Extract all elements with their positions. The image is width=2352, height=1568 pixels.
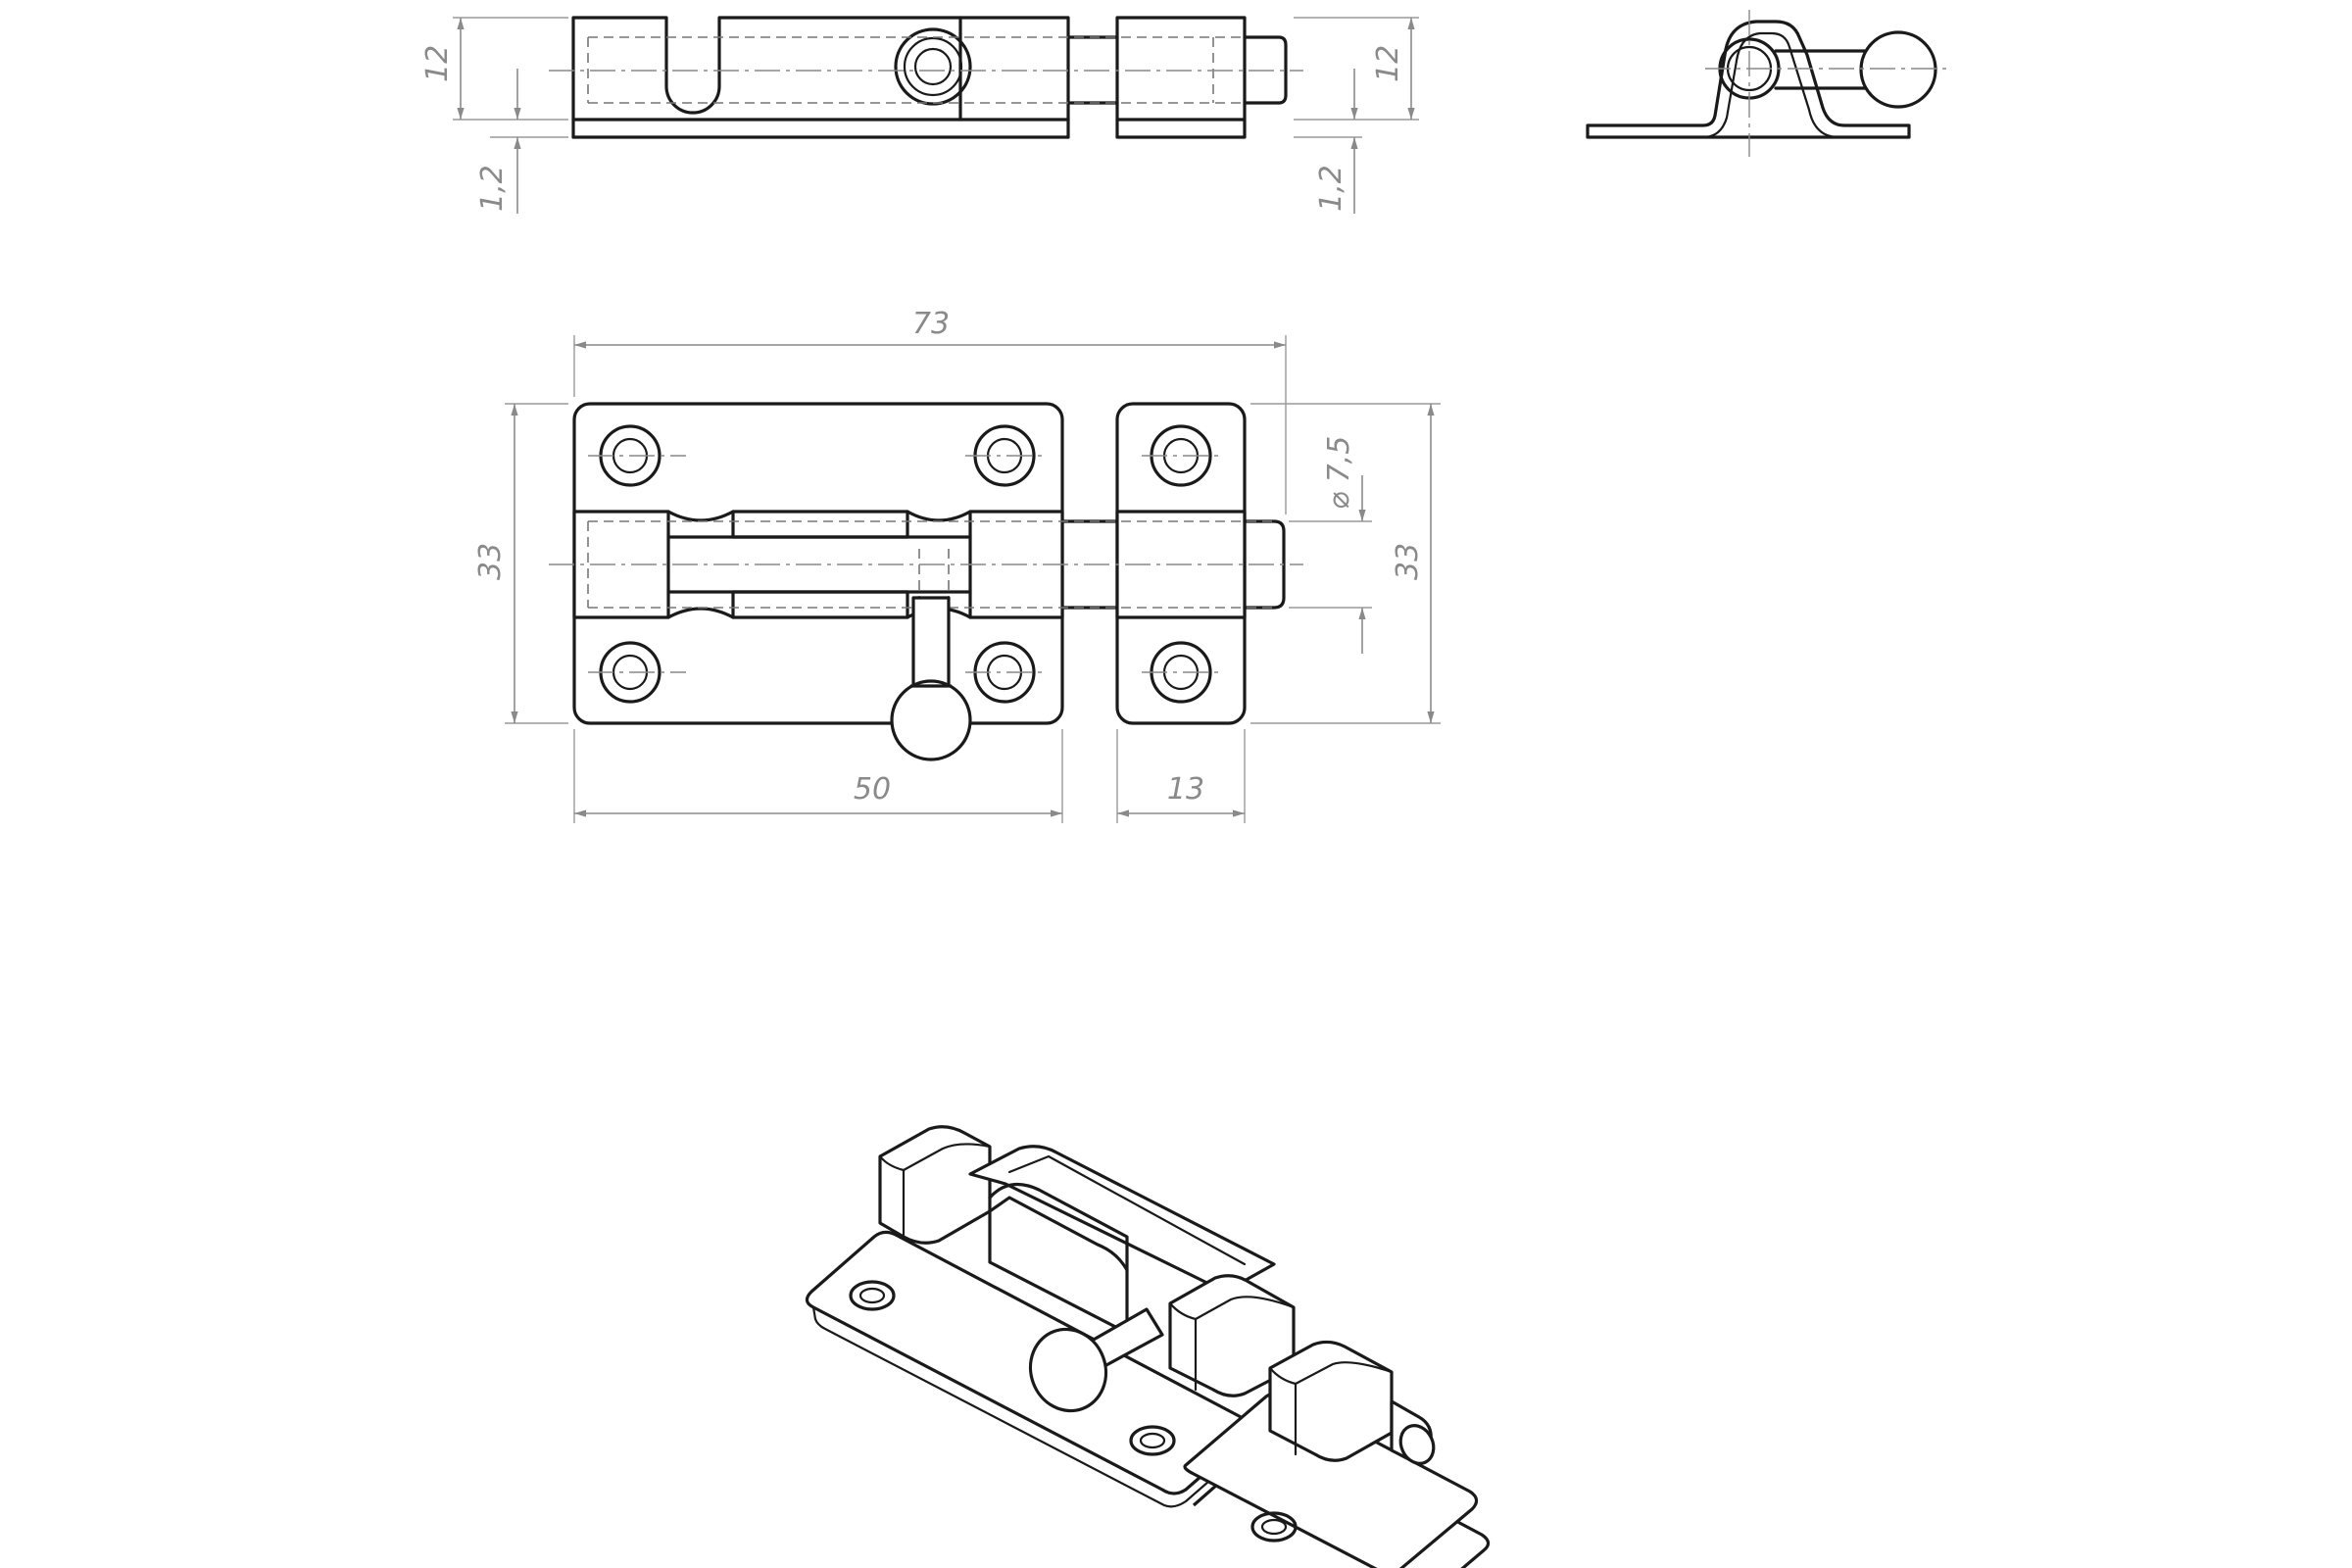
top-view-body — [571, 16, 962, 122]
iso-housing-mid — [988, 1196, 1129, 1335]
iso-slot — [968, 1145, 1276, 1294]
dim-keeper-length: 13 — [1167, 772, 1204, 807]
iso-hole — [1250, 1511, 1298, 1543]
top-view-knob — [894, 27, 972, 106]
side-view-knob-stem — [1774, 49, 1876, 90]
slot-bottom — [731, 590, 909, 619]
top-view-body-right — [958, 16, 1070, 122]
front-view-knob-stem — [911, 596, 951, 688]
iso-hole — [849, 1280, 896, 1311]
iso-knob-ball — [1028, 1327, 1108, 1413]
side-view — [1586, 10, 1950, 157]
top-view — [549, 16, 1303, 139]
slot-top — [731, 510, 909, 539]
dim-overall-length: 73 — [912, 307, 950, 341]
dim-height-right: 33 — [1391, 543, 1425, 580]
dim-top-right-thickness: 1,2 — [1314, 165, 1348, 212]
side-view-profile — [1586, 20, 1911, 139]
top-view-bolt-tip — [1243, 35, 1288, 105]
dim-body-length: 50 — [854, 772, 891, 807]
front-view-knob-ball — [890, 679, 972, 761]
dim-diameter: ⌀ 7,5 — [1322, 436, 1356, 510]
isometric-view — [805, 1125, 1491, 1568]
iso-hole — [1129, 1425, 1176, 1456]
front-view — [549, 402, 1303, 761]
dim-height-left: 33 — [473, 543, 508, 580]
side-view-knob-ball — [1859, 30, 1937, 109]
top-view-keeper — [1115, 16, 1247, 139]
dim-top-left-thickness: 1,2 — [475, 165, 510, 212]
top-view-dimensions: 12 1,2 12 1,2 — [420, 17, 1419, 214]
dim-top-right-height: 12 — [1371, 45, 1405, 82]
dim-top-left-height: 12 — [420, 45, 455, 82]
front-view-dimensions: 73 ⌀ 7,5 33 33 50 13 — [473, 307, 1441, 823]
